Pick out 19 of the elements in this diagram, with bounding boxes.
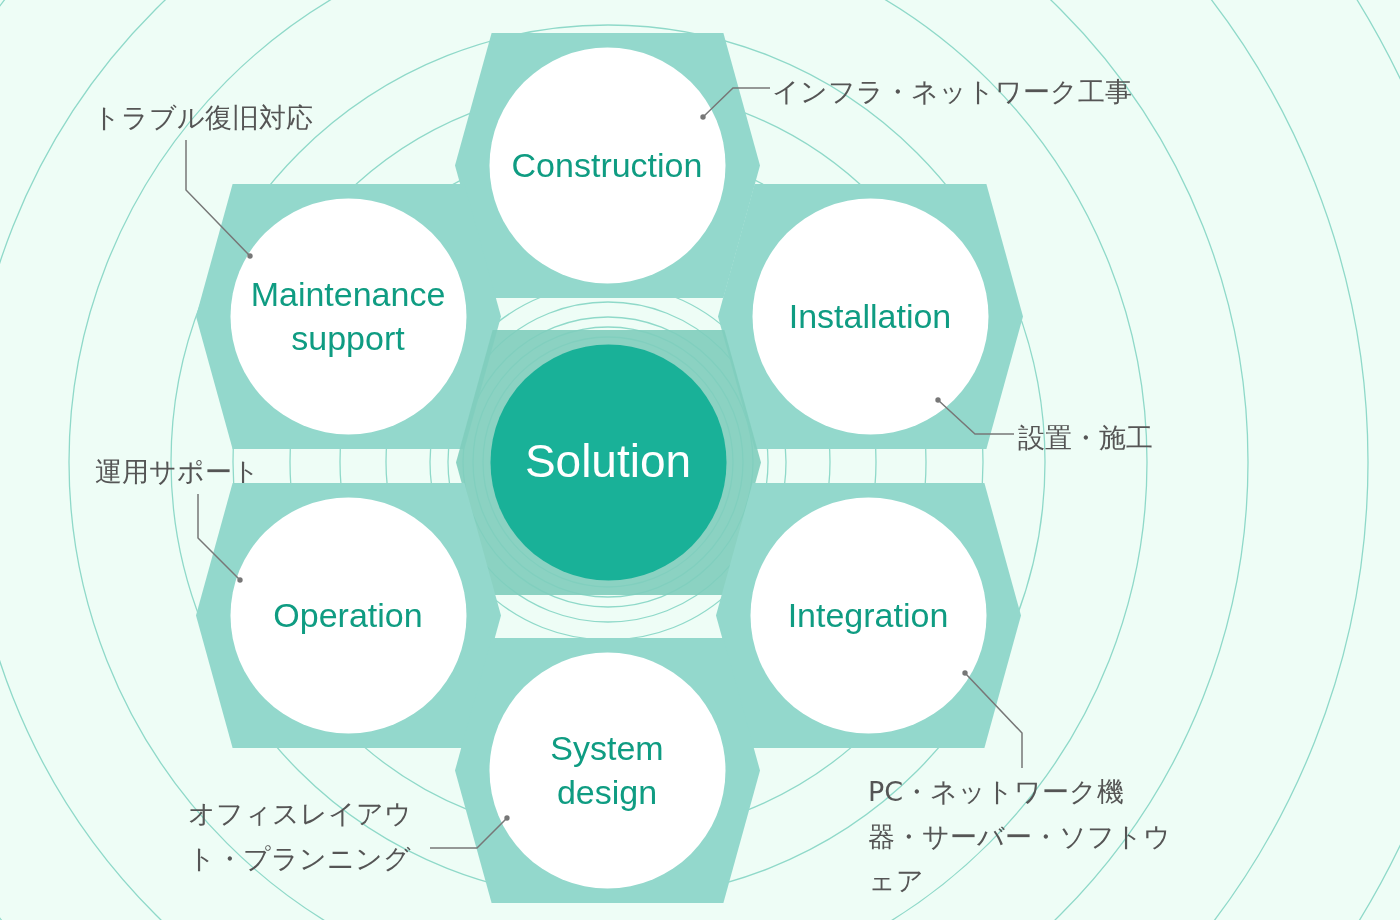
callout-text: オフィスレイアウト・プランニング — [188, 797, 413, 876]
node-label: System design — [549, 727, 665, 813]
node-label: Operation — [272, 594, 424, 636]
leader-line — [197, 493, 243, 583]
leader-line — [935, 397, 1015, 435]
leader-line — [962, 670, 1023, 769]
leader-line — [185, 139, 253, 259]
leader-line — [429, 815, 510, 849]
node-label: Integration — [786, 594, 950, 636]
callout-text: インフラ・ネットワーク工事 — [772, 75, 1132, 109]
node-label: Installation — [787, 295, 953, 337]
node-label: Maintenance support — [249, 273, 447, 359]
leader-line — [700, 87, 771, 120]
callout-text: トラブル復旧対応 — [93, 101, 314, 135]
callout-text: PC・ネットワーク機器・サーバー・ソフトウェア — [868, 775, 1172, 899]
callout-text: 設置・施工 — [1018, 421, 1154, 455]
center-label: Solution — [523, 434, 693, 490]
callout-text: 運用サポート — [95, 455, 261, 489]
node-label: Construction — [510, 144, 704, 186]
